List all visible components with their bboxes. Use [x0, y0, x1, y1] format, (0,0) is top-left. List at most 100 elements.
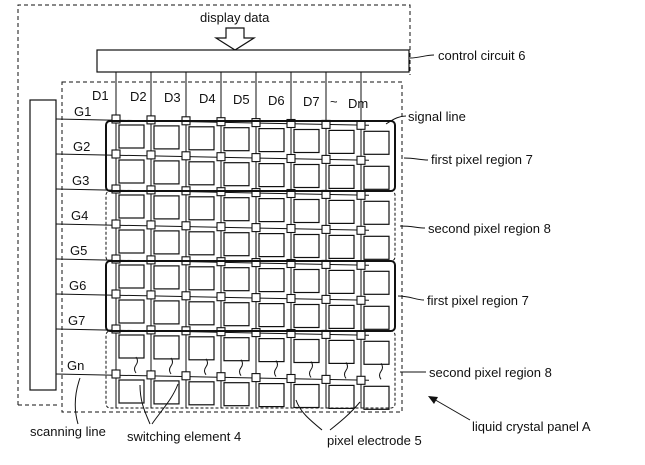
first-region-upper-leader [404, 158, 428, 160]
pixel-electrode-label: pixel electrode 5 [327, 433, 422, 448]
pixel-electrode [294, 340, 319, 363]
pixel-electrode [364, 341, 389, 364]
gate-line-label-g7: G7 [68, 313, 85, 328]
pixel-electrode [294, 200, 319, 223]
second-region-upper-leader [400, 226, 425, 228]
pixel-electrode [259, 339, 284, 362]
switching-element [357, 191, 365, 199]
pixel-electrode [364, 166, 389, 189]
pixel-electrode [329, 200, 354, 223]
data-line-label-d5: D5 [233, 92, 250, 107]
switching-element [252, 294, 260, 302]
pixel-electrode [364, 131, 389, 154]
first-region-lower-label: first pixel region 7 [427, 293, 529, 308]
gate-line-label-gn: Gn [67, 358, 84, 373]
pixel-electrode [364, 236, 389, 259]
switching-element [182, 372, 190, 380]
switching-element [357, 261, 365, 269]
pixel-electrode [224, 163, 249, 186]
switching-element [217, 373, 225, 381]
pixel-electrode [189, 197, 214, 220]
switching-element [322, 295, 330, 303]
pixel-electrode [329, 270, 354, 293]
switching-element [182, 152, 190, 160]
pixel-matrix [56, 72, 395, 409]
switching-element [252, 189, 260, 197]
switching-element [112, 220, 120, 228]
pixel-electrode [329, 385, 354, 408]
second-region-upper-label: second pixel region 8 [428, 221, 551, 236]
gate-line-label-g3: G3 [72, 173, 89, 188]
data-line-label-dm: Dm [348, 96, 368, 111]
data-line-labels: D1 D2 D3 D4 D5 D6 D7 Dm ~ [92, 88, 368, 111]
pixel-electrode [189, 267, 214, 290]
pixel-electrode [329, 305, 354, 328]
data-line-label-d4: D4 [199, 91, 216, 106]
switching-element [112, 370, 120, 378]
pixel-electrode [154, 301, 179, 324]
first-region-upper-label: first pixel region 7 [431, 152, 533, 167]
pixel-electrode [259, 164, 284, 187]
switching-element [322, 155, 330, 163]
switching-element [217, 293, 225, 301]
panel-label: liquid crystal panel A [472, 419, 591, 434]
pixel-electrode [189, 382, 214, 405]
gate-line-labels: G1 G2 G3 G4 G5 G6 G7 Gn [67, 104, 91, 373]
pixel-electrode [154, 161, 179, 184]
control-circuit-label: control circuit 6 [438, 48, 525, 63]
switching-element [217, 153, 225, 161]
switching-element [357, 121, 365, 129]
switching-element [287, 375, 295, 383]
scanning-line-leader [75, 378, 80, 424]
scanning-line-label: scanning line [30, 424, 106, 439]
continuation-mark [380, 363, 383, 379]
switching-element [252, 119, 260, 127]
switching-element [252, 224, 260, 232]
switching-element [112, 290, 120, 298]
gate-line-label-g6: G6 [69, 278, 86, 293]
pixel-electrode [294, 270, 319, 293]
pixel-electrode [364, 201, 389, 224]
pixel-electrode [119, 160, 144, 183]
pixel-electrode [259, 384, 284, 407]
pixel-electrode [364, 386, 389, 409]
switching-element [252, 259, 260, 267]
switching-element [147, 291, 155, 299]
switching-element [147, 371, 155, 379]
pixel-electrode [189, 162, 214, 185]
switching-element [357, 156, 365, 164]
control-circuit-leader [410, 55, 434, 58]
pixel-electrode [294, 165, 319, 188]
pixel-electrode [154, 126, 179, 149]
pixel-electrode [154, 381, 179, 404]
pixel-electrode [329, 235, 354, 258]
switching-element [357, 226, 365, 234]
pixel-electrode [224, 338, 249, 361]
data-line-label-d1: D1 [92, 88, 109, 103]
switching-element [112, 150, 120, 158]
switching-element [147, 256, 155, 264]
pixel-electrode [259, 304, 284, 327]
pixel-electrode [364, 306, 389, 329]
pixel-electrode [224, 303, 249, 326]
panel-leader [432, 398, 470, 420]
gate-line-label-g2: G2 [73, 139, 90, 154]
second-region-lower-label: second pixel region 8 [429, 365, 552, 380]
pixel-electrode [224, 268, 249, 291]
pixel-electrode [294, 235, 319, 258]
gate-line-label-g5: G5 [70, 243, 87, 258]
data-driver-box [97, 50, 409, 72]
continuation-mark [310, 362, 313, 378]
data-line-label-d6: D6 [268, 93, 285, 108]
switching-element [182, 222, 190, 230]
pixel-electrode [119, 230, 144, 253]
data-line-label-d2: D2 [130, 89, 147, 104]
continuation-mark [170, 358, 173, 374]
pixel-electrode [329, 165, 354, 188]
switching-element [357, 296, 365, 304]
pixel-electrode [189, 127, 214, 150]
pixel-electrode [329, 340, 354, 363]
pixel-electrode [364, 271, 389, 294]
pixel-electrode [119, 265, 144, 288]
pixel-electrode [154, 336, 179, 359]
